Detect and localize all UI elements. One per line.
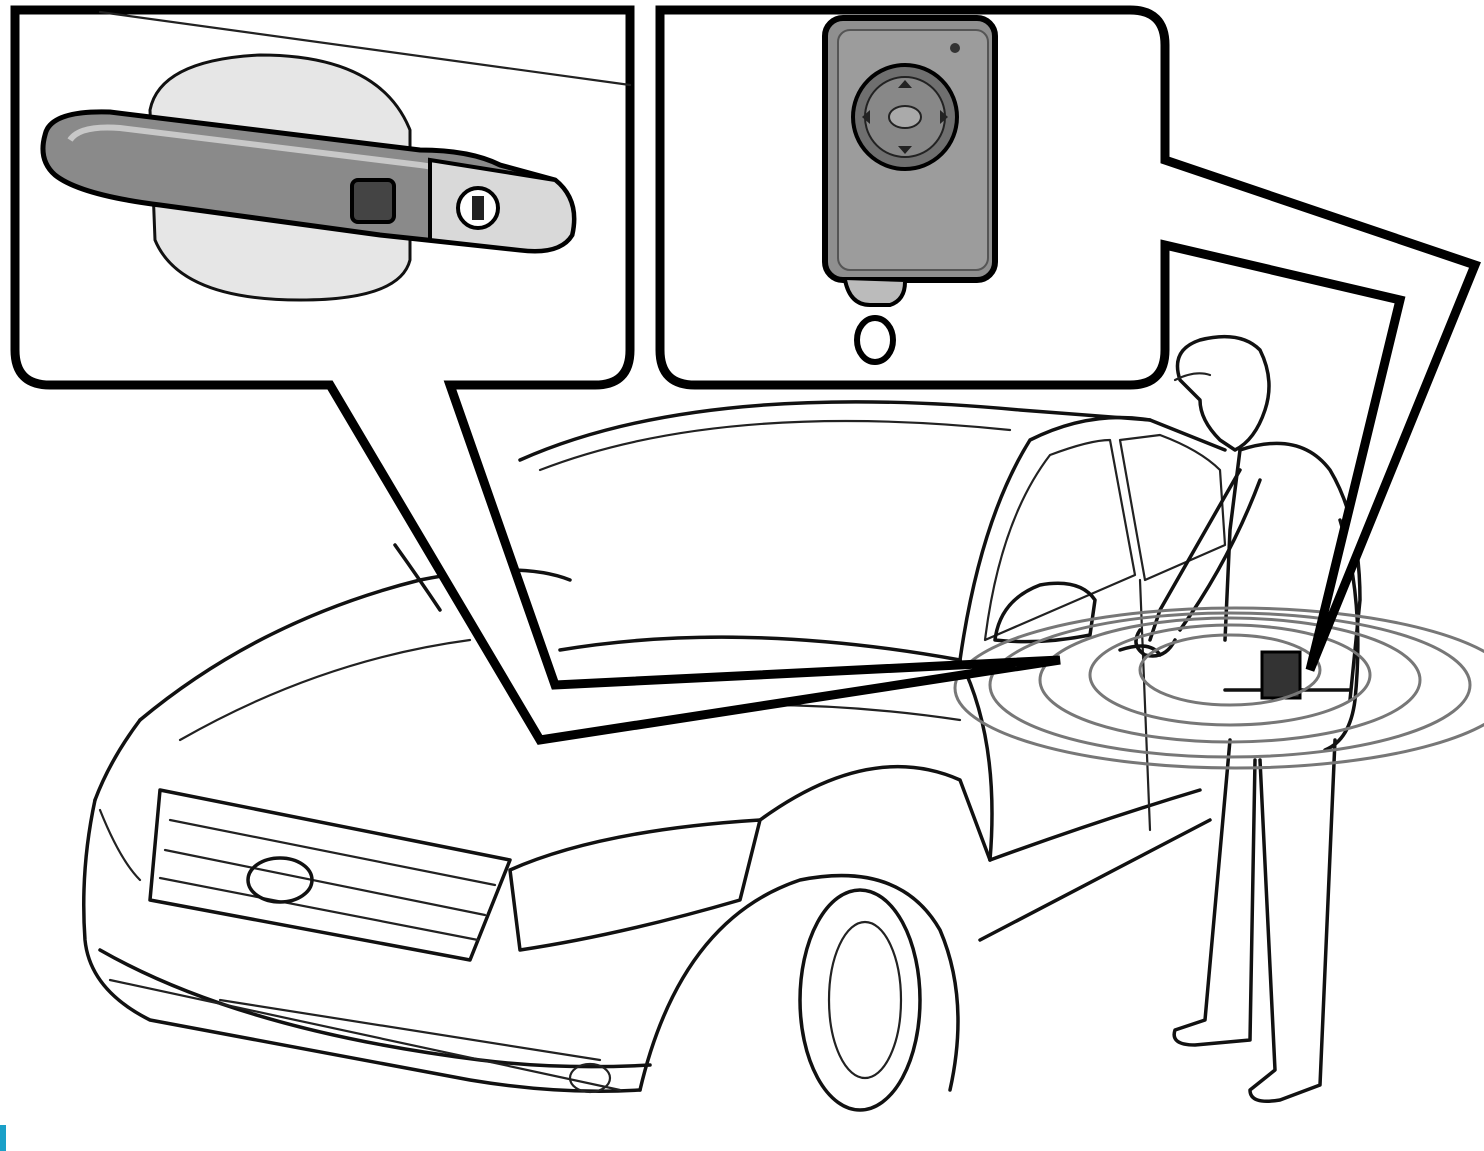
lock-sensor-icon (350, 178, 396, 224)
door-handle-detail (40, 10, 632, 302)
lock-button-icon (898, 80, 912, 88)
unlock-button-icon (898, 146, 912, 154)
person (1134, 334, 1362, 1103)
key-ring-icon (854, 315, 896, 365)
belt-fob-icon (1260, 650, 1302, 700)
key-fob-callout (655, 5, 1481, 672)
trunk-button-icon (862, 110, 870, 124)
car (82, 400, 1227, 1112)
panic-button-icon (940, 110, 948, 124)
corner-accent (0, 1125, 6, 1151)
smart-key-fob-detail (822, 15, 998, 365)
indicator-led-icon (950, 43, 960, 53)
signal-waves (953, 606, 1484, 770)
